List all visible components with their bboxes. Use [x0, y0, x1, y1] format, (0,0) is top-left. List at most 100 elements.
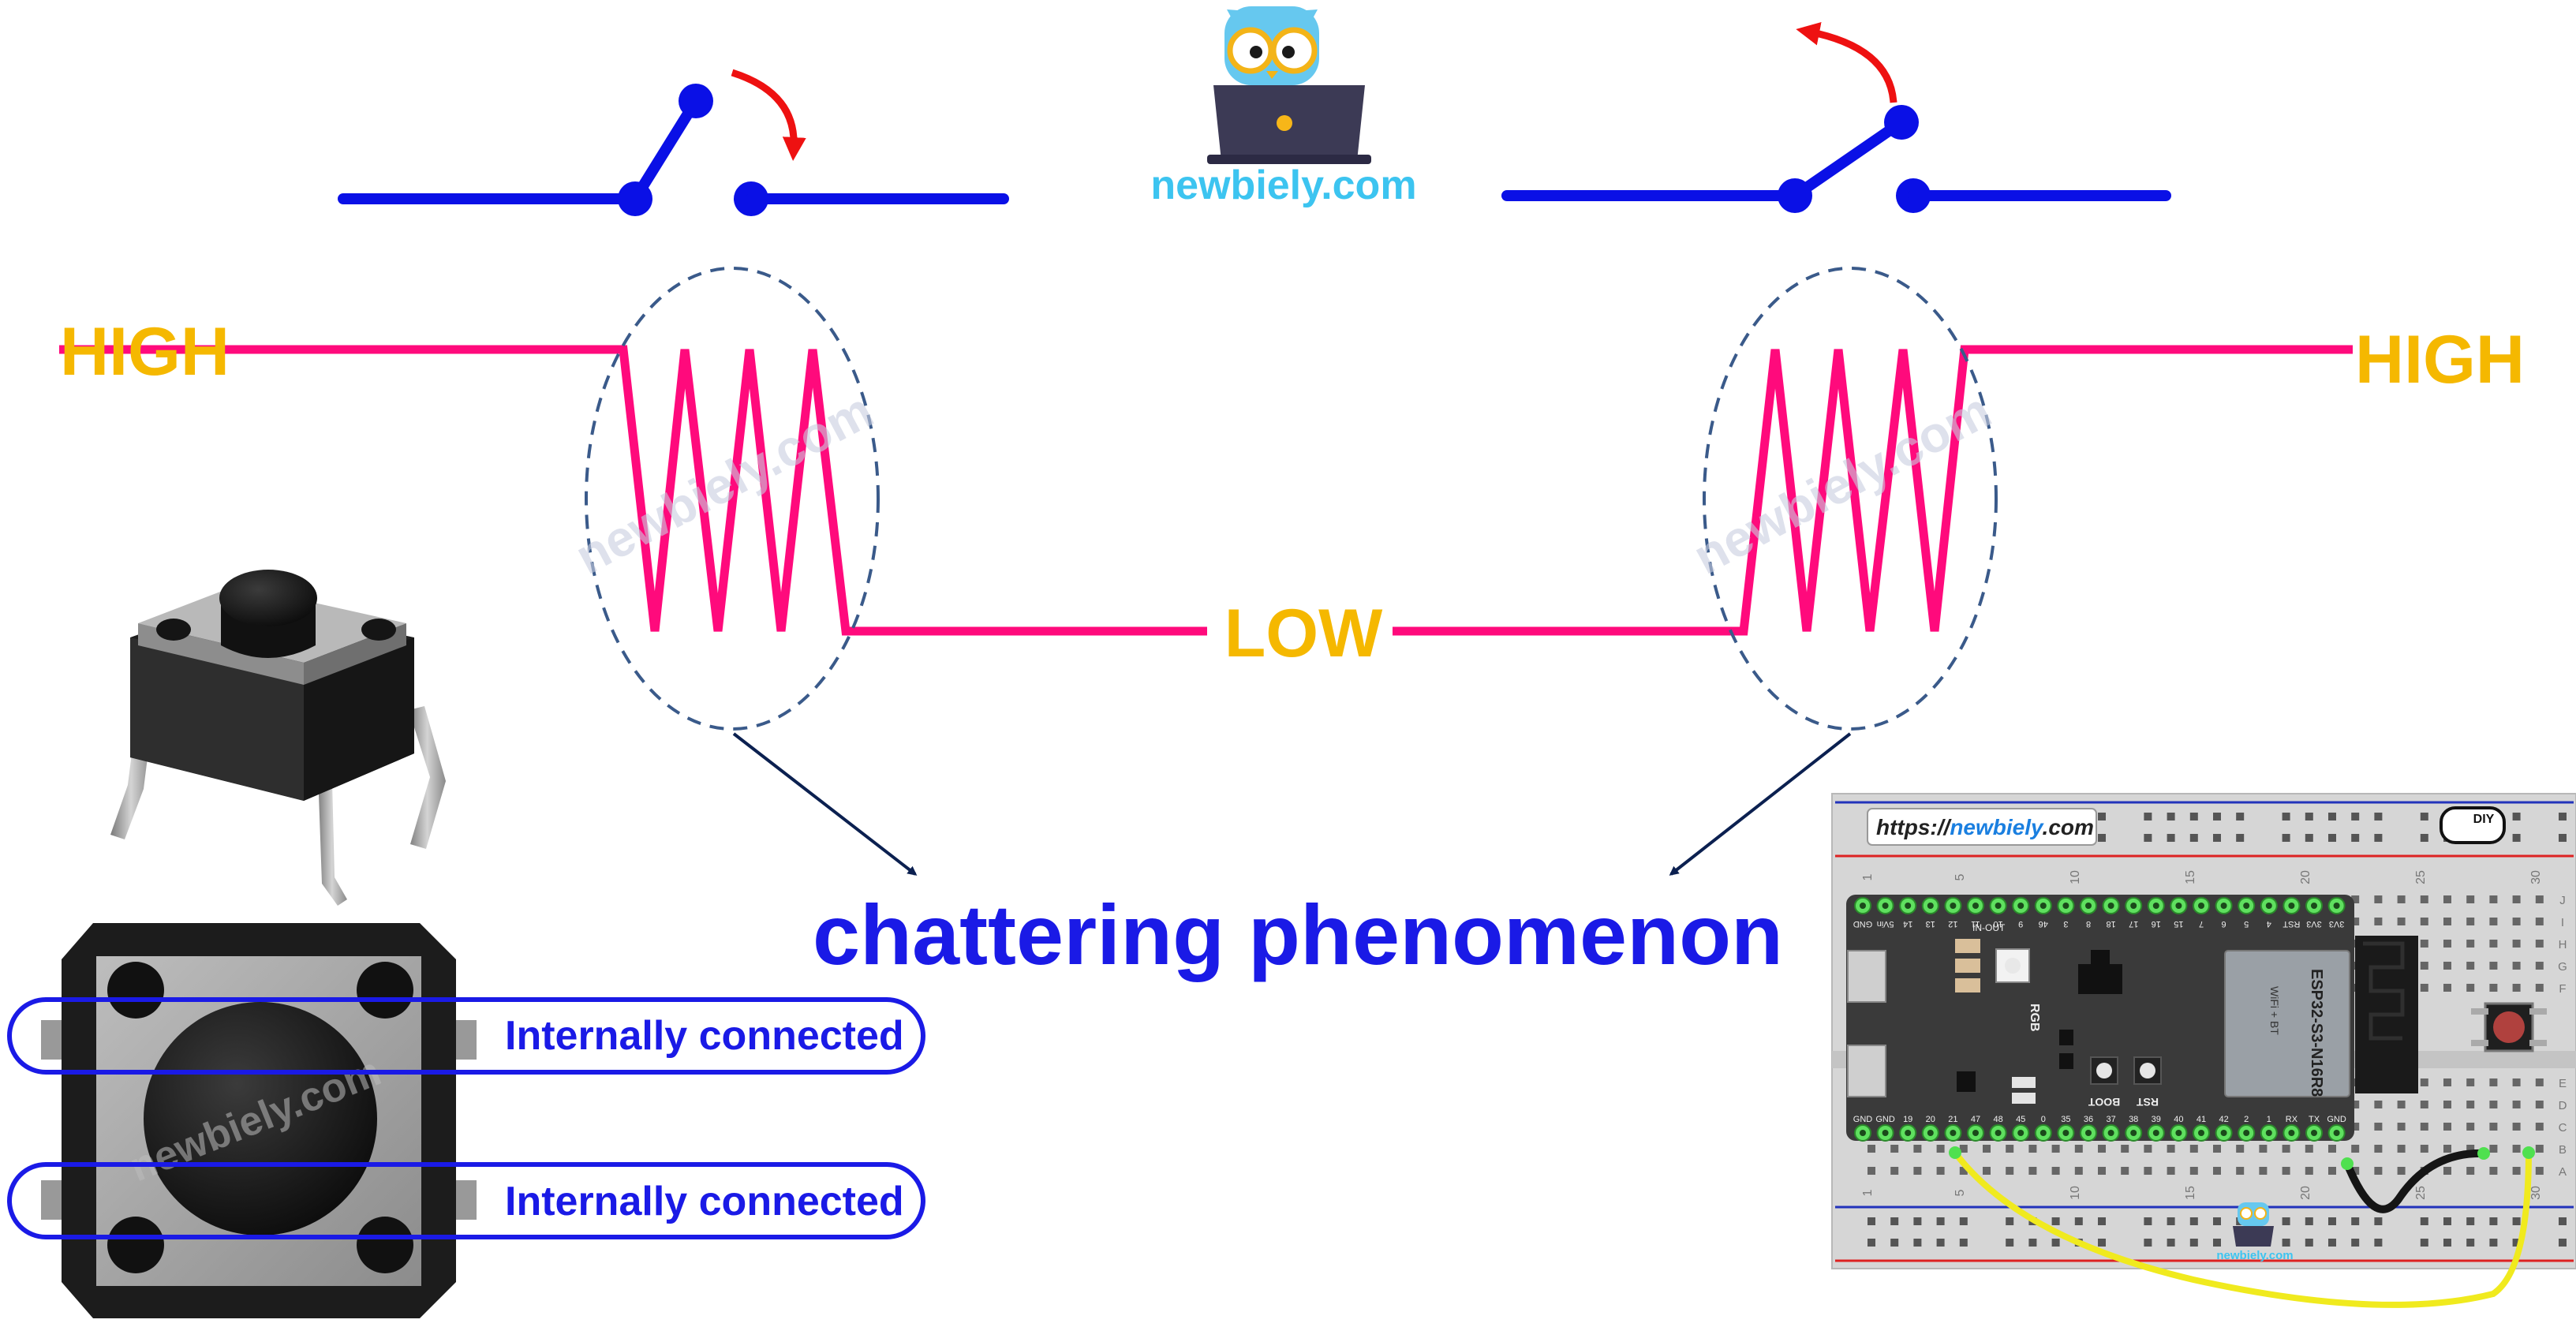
- breadboard-hole: [2420, 1101, 2428, 1108]
- breadboard-hole: [2028, 1239, 2037, 1247]
- pin-label: 39: [2152, 1115, 2161, 1124]
- breadboard-hole: [2489, 1078, 2498, 1086]
- breadboard-hole: [2144, 1239, 2152, 1247]
- breadboard-hole: [2028, 1167, 2037, 1175]
- breadboard-hole: [2167, 1167, 2175, 1175]
- button-leg: [456, 1180, 477, 1220]
- breadboard-hole: [2213, 1145, 2221, 1153]
- pin-label: 46: [2039, 919, 2048, 929]
- bounce-highlight-right: [1703, 267, 1998, 731]
- breadboard-hole: [2098, 1167, 2106, 1175]
- switch-lever-tip: [1884, 105, 1919, 140]
- corner-hole: [357, 962, 413, 1019]
- breadboard-hole: [2189, 1239, 2198, 1247]
- breadboard-hole: [2420, 918, 2428, 925]
- push-button-cap: [2493, 1011, 2525, 1043]
- logo-text: newbiely.com: [1150, 163, 1416, 208]
- breadboard-hole: [2305, 834, 2313, 842]
- switch-closing: [338, 69, 1009, 216]
- breadboard-hole: [2351, 895, 2360, 903]
- pin-label: 40: [2174, 1115, 2183, 1124]
- connection-band-top: [7, 997, 925, 1075]
- breadboard-hole: [2189, 1167, 2198, 1175]
- signal-waveform: HIGH HIGH LOW: [59, 314, 2525, 671]
- breadboard-hole: [2374, 918, 2383, 925]
- breadboard-hole: [2006, 1145, 2014, 1153]
- breadboard-hole: [2489, 984, 2498, 992]
- breadboard-hole: [2512, 1123, 2521, 1131]
- pin-label: RX: [2286, 1115, 2298, 1124]
- row-letter: D: [2559, 1099, 2567, 1112]
- breadboard-hole: [2051, 1167, 2060, 1175]
- pin-label: 5: [2244, 919, 2249, 929]
- breadboard-hole: [2189, 813, 2198, 820]
- breadboard-hole: [2167, 1217, 2175, 1225]
- breadboard-hole: [2351, 1101, 2360, 1108]
- button-leg: [456, 1020, 477, 1060]
- breadboard-hole: [2466, 895, 2475, 903]
- label-high-left: HIGH: [60, 314, 230, 390]
- breadboard-hole: [1959, 1145, 1968, 1153]
- breadboard-hole: [1983, 1167, 1991, 1175]
- breadboard-hole: [2489, 918, 2498, 925]
- breadboard-hole: [2443, 895, 2451, 903]
- label-internally-connected-1: Internally connected: [505, 1013, 904, 1059]
- switch-lever: [1789, 117, 1907, 201]
- breadboard-hole: [2074, 1145, 2083, 1153]
- small-logo-text: newbiely.com: [2216, 1249, 2293, 1262]
- waveform-right-section: [1393, 345, 2353, 636]
- usb-port: [1847, 950, 1886, 1003]
- breadboard-hole: [2259, 1145, 2268, 1153]
- breadboard-hole: [2305, 1217, 2313, 1225]
- breadboard-hole: [2420, 1239, 2428, 1247]
- breadboard-hole: [2374, 1145, 2383, 1153]
- breadboard-hole: [2397, 895, 2406, 903]
- pin-label: 3V3: [2329, 919, 2345, 929]
- breadboard-hole: [2535, 918, 2544, 925]
- diy-text: DIY: [2473, 813, 2495, 826]
- rgb-label: RGB: [2028, 1004, 2041, 1032]
- column-number: 15: [2184, 870, 2197, 884]
- pin-label: 0: [2041, 1115, 2046, 1124]
- corner-hole: [107, 962, 164, 1019]
- breadboard-hole: [2144, 834, 2152, 842]
- breadboard-hole: [2051, 1239, 2060, 1247]
- breadboard-hole: [2397, 1123, 2406, 1131]
- url-domain: newbiely: [1950, 815, 2044, 839]
- breadboard-hole: [2236, 1167, 2245, 1175]
- breadboard-hole: [2213, 1217, 2221, 1225]
- pin-label: 45: [2016, 1115, 2025, 1124]
- url-badge: [1867, 808, 2097, 846]
- breadboard-hole: [2098, 834, 2106, 842]
- breadboard-hole: [2420, 1217, 2428, 1225]
- breadboard-hole: [2535, 1101, 2544, 1108]
- pin-label: 18: [2106, 919, 2115, 929]
- voltage-regulator: [2078, 964, 2122, 994]
- pin-label: 41: [2197, 1115, 2206, 1124]
- pin-label: 3V3: [2306, 919, 2322, 929]
- pointer-arrow-left: [732, 732, 918, 876]
- breadboard-hole: [1868, 1167, 1875, 1175]
- breadboard-hole: [2489, 940, 2498, 948]
- breadboard-hole: [1913, 1239, 1922, 1247]
- breadboard-hole: [2559, 813, 2567, 820]
- tactile-button-top-view: newbiely.com Internally connected Intern…: [7, 923, 925, 1318]
- switch-pivot: [618, 181, 652, 216]
- breadboard-hole: [2374, 1167, 2383, 1175]
- breadboard-hole: [1868, 1145, 1875, 1153]
- breadboard-hole: [2098, 813, 2106, 820]
- breadboard-hole: [2466, 918, 2475, 925]
- pin-label: 12: [1948, 919, 1957, 929]
- breadboard-hole: [2351, 918, 2360, 925]
- pin-label: 11: [1971, 919, 1980, 929]
- breadboard-hole: [2466, 984, 2475, 992]
- breadboard-hole: [1936, 1217, 1945, 1225]
- pin-label: 48: [1993, 1115, 2002, 1124]
- breadboard-hole: [2443, 1123, 2451, 1131]
- breadboard-hole: [2535, 1123, 2544, 1131]
- breadboard-hole: [2213, 813, 2221, 820]
- row-letter: C: [2559, 1121, 2567, 1134]
- caption-chattering: chattering phenomenon: [813, 887, 1783, 982]
- breadboard-hole: [2328, 813, 2336, 820]
